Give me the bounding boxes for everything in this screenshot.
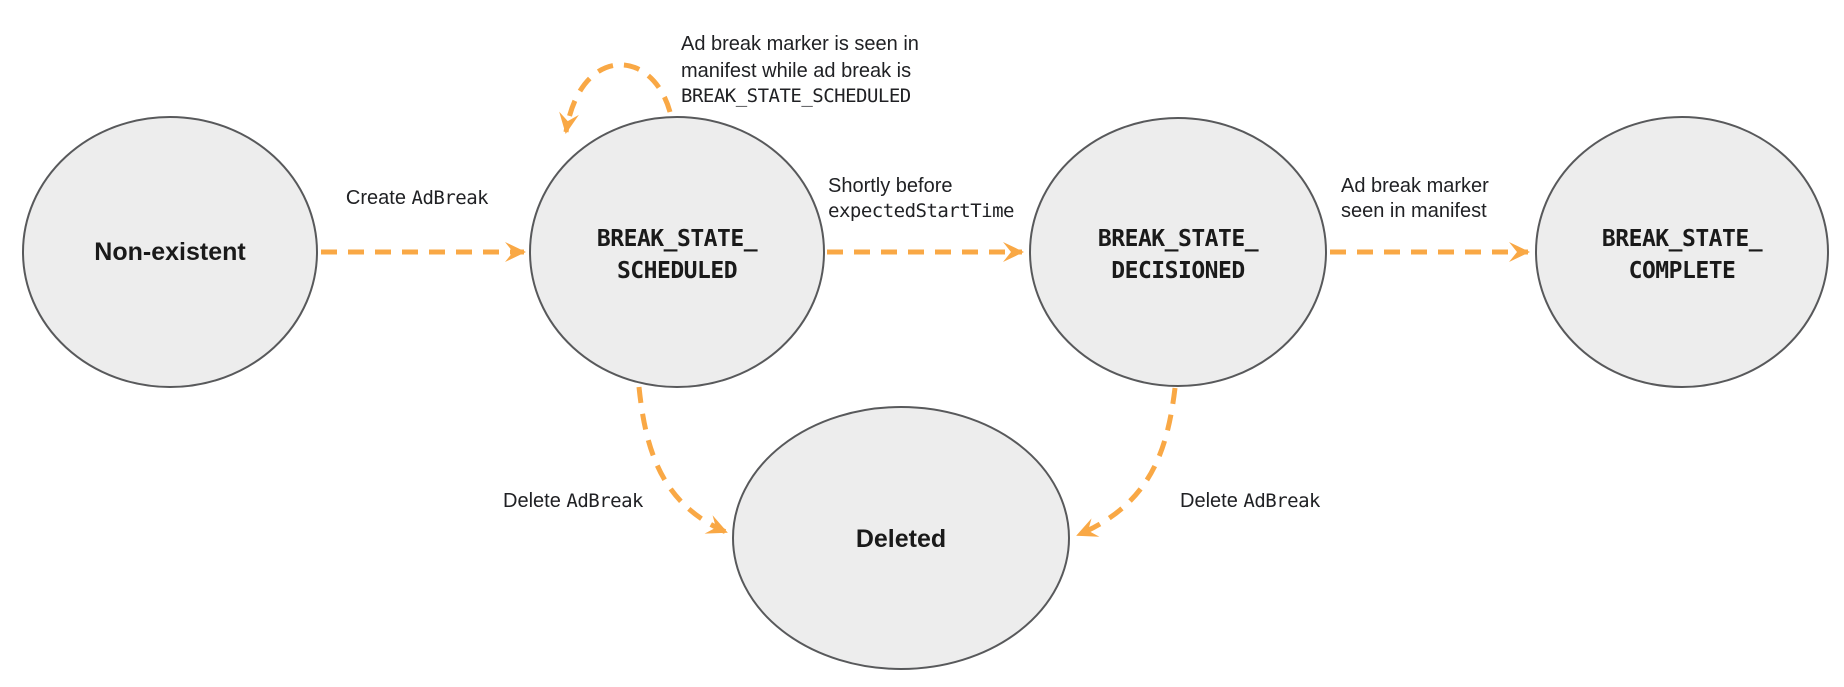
edge-shortly-before-expected-start-time: Shortly before expectedStartTime [827,175,1024,262]
state-label-deleted: Deleted [856,525,946,553]
edge-delete-adbreak-from-decisioned-label: Delete AdBreak [1180,490,1321,512]
edge-ad-break-marker-seen-in-manifest-label: seen in manifest [1341,200,1487,222]
state-node-break-state-complete: BREAK_STATE_ COMPLETE [1535,116,1829,388]
edge-delete-adbreak-from-scheduled: Delete AdBreak [503,386,728,535]
state-circle-break-state-decisioned [1029,117,1327,387]
state-circle-deleted [732,406,1070,670]
edge-create-adbreak-label: Create AdBreak [346,187,489,209]
state-circle-break-state-scheduled [529,116,825,388]
edge-marker-seen-while-scheduled-arrow [559,62,673,134]
edge-shortly-before-expected-start-time-label: expectedStartTime [828,200,1014,222]
edge-ad-break-marker-seen-in-manifest-label: Ad break marker [1341,175,1489,197]
edge-delete-adbreak-from-scheduled-label: Delete AdBreak [503,490,644,512]
edge-delete-adbreak-from-scheduled-arrow [636,386,728,535]
edge-create-adbreak: Create AdBreak [321,187,526,262]
state-node-non-existent: Non-existent [22,116,318,388]
edge-marker-seen-while-scheduled-label: manifest while ad break is [681,60,911,82]
edge-delete-adbreak-from-decisioned-arrow [1076,387,1178,538]
state-node-break-state-decisioned: BREAK_STATE_ DECISIONED [1029,117,1327,387]
state-label-break-state-decisioned: DECISIONED [1111,258,1244,284]
edge-marker-seen-while-scheduled-label: BREAK_STATE_SCHEDULED [681,85,911,107]
state-label-break-state-complete: COMPLETE [1629,258,1736,284]
state-node-break-state-scheduled: BREAK_STATE_ SCHEDULED [529,116,825,388]
state-label-non-existent: Non-existent [94,238,246,266]
state-label-break-state-scheduled: BREAK_STATE_ [597,226,758,252]
edge-shortly-before-expected-start-time-label: Shortly before [828,175,953,197]
edge-marker-seen-while-scheduled-label: Ad break marker is seen in [681,33,919,55]
edge-ad-break-marker-seen-in-manifest: Ad break marker seen in manifest [1330,175,1530,262]
state-node-deleted: Deleted [732,406,1070,670]
state-label-break-state-decisioned: BREAK_STATE_ [1098,226,1259,252]
state-circle-break-state-complete [1535,116,1829,388]
state-circle-non-existent [22,116,318,388]
edge-delete-adbreak-from-decisioned: Delete AdBreak [1076,387,1322,538]
state-label-break-state-complete: BREAK_STATE_ [1602,226,1763,252]
state-label-break-state-scheduled: SCHEDULED [617,258,737,284]
edge-marker-seen-while-scheduled: Ad break marker is seen in manifest while… [559,33,919,134]
